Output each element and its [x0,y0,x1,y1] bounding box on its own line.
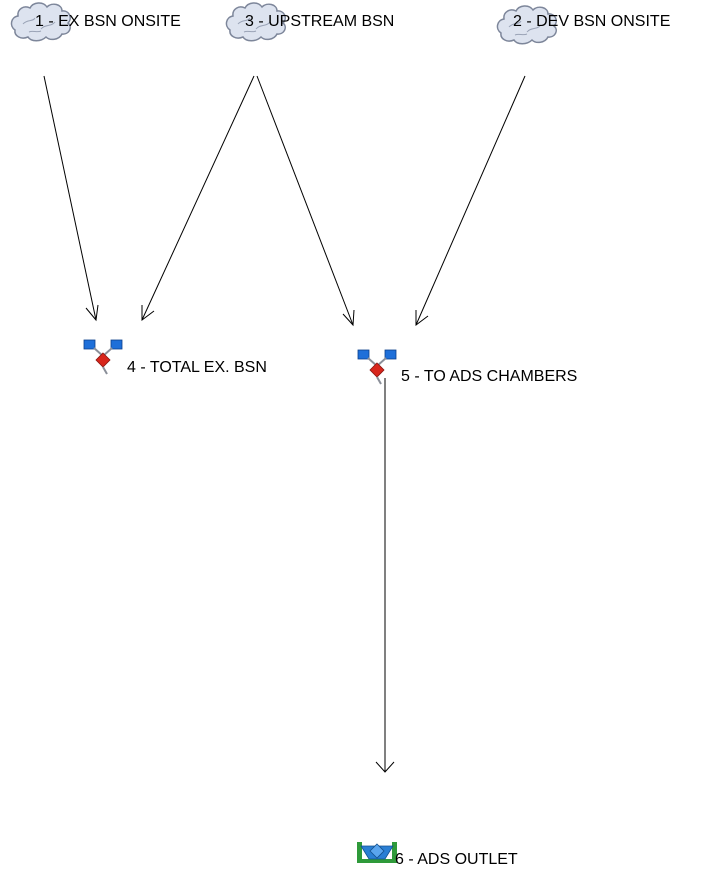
junction-icon [357,349,397,385]
subbasin-node-upstream-bsn[interactable]: 3 - UPSTREAM BSN [225,2,394,42]
edge-dev-bsn-onsite-to-ads-chambers [415,75,526,326]
node-label: 4 - TOTAL EX. BSN [127,359,267,376]
node-label: 2 - DEV BSN ONSITE [513,13,670,30]
edge-upstream-bsn-to-total-ex-bsn [141,75,255,321]
node-label: 1 - EX BSN ONSITE [35,13,181,30]
junction-node-to-ads-chambers[interactable]: 5 - TO ADS CHAMBERS [357,349,577,385]
subbasin-node-ex-bsn-onsite[interactable]: 1 - EX BSN ONSITE [10,2,181,42]
node-label: 3 - UPSTREAM BSN [245,13,394,30]
subbasin-node-dev-bsn-onsite[interactable]: 2 - DEV BSN ONSITE [496,5,670,45]
reservoir-node-ads-outlet[interactable]: 6 - ADS OUTLET [356,841,518,868]
junction-node-total-ex-bsn[interactable]: 4 - TOTAL EX. BSN [83,339,267,376]
node-label: 5 - TO ADS CHAMBERS [401,368,577,385]
junction-icon [83,339,123,375]
node-label: 6 - ADS OUTLET [395,851,518,868]
reservoir-icon [356,841,398,864]
edge-ex-bsn-onsite-to-total-ex-bsn [43,75,99,322]
edge-upstream-bsn-to-ads-chambers [256,75,355,327]
edge-ads-chambers-to-ads-outlet [375,378,395,773]
